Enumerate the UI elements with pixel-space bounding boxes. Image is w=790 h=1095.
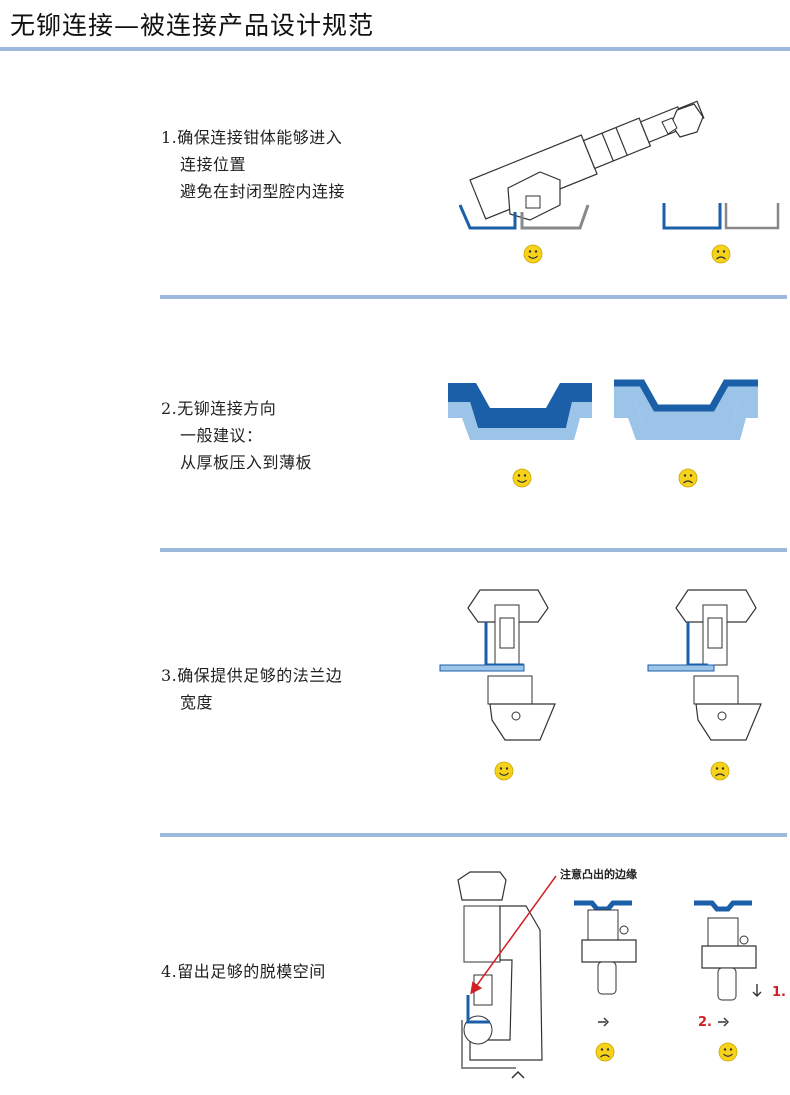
section-line: 连接位置	[180, 155, 247, 174]
callout-label: 注意凸出的边缘	[560, 868, 637, 881]
section-divider	[160, 548, 787, 552]
smiley-icon	[512, 468, 532, 488]
section-line: 无铆连接方向	[177, 399, 277, 418]
smiley-icon	[494, 761, 514, 781]
step-2-label: 2.	[698, 1015, 712, 1030]
section-line: 留出足够的脱模空间	[177, 962, 326, 981]
section-1-text: 1.确保连接钳体能够进入 连接位置 避免在封闭型腔内连接	[161, 124, 345, 205]
section-line: 避免在封闭型腔内连接	[180, 182, 346, 201]
figure-2-joining-direction	[448, 379, 758, 488]
frown-icon	[595, 1042, 615, 1062]
frown-icon	[710, 761, 730, 781]
frown-icon	[711, 244, 731, 264]
smiley-icon	[523, 244, 543, 264]
section-line: 一般建议：	[180, 426, 263, 445]
figure-3-flange-width	[439, 589, 762, 781]
section-number: 2.	[161, 399, 178, 418]
section-4-text: 4.留出足够的脱模空间	[161, 958, 326, 985]
smiley-icon	[718, 1042, 738, 1062]
title-rule	[0, 47, 790, 51]
section-number: 1.	[161, 128, 178, 147]
figure-1-tool-access	[458, 100, 780, 264]
section-line: 确保连接钳体能够进入	[177, 128, 343, 147]
section-divider	[160, 295, 787, 299]
section-line: 宽度	[180, 693, 214, 712]
section-number: 4.	[161, 962, 178, 981]
section-line: 确保提供足够的法兰边	[177, 666, 343, 685]
section-3-text: 3.确保提供足够的法兰边 宽度	[161, 662, 342, 716]
figure-4-ejection-space	[457, 871, 762, 1079]
section-divider	[160, 833, 787, 837]
section-2-text: 2.无铆连接方向 一般建议： 从厚板压入到薄板	[161, 395, 312, 476]
step-1-label: 1.	[772, 985, 786, 1000]
section-line: 从厚板压入到薄板	[180, 453, 313, 472]
section-number: 3.	[161, 666, 178, 685]
page-title: 无铆连接—被连接产品设计规范	[10, 11, 375, 40]
frown-icon	[678, 468, 698, 488]
